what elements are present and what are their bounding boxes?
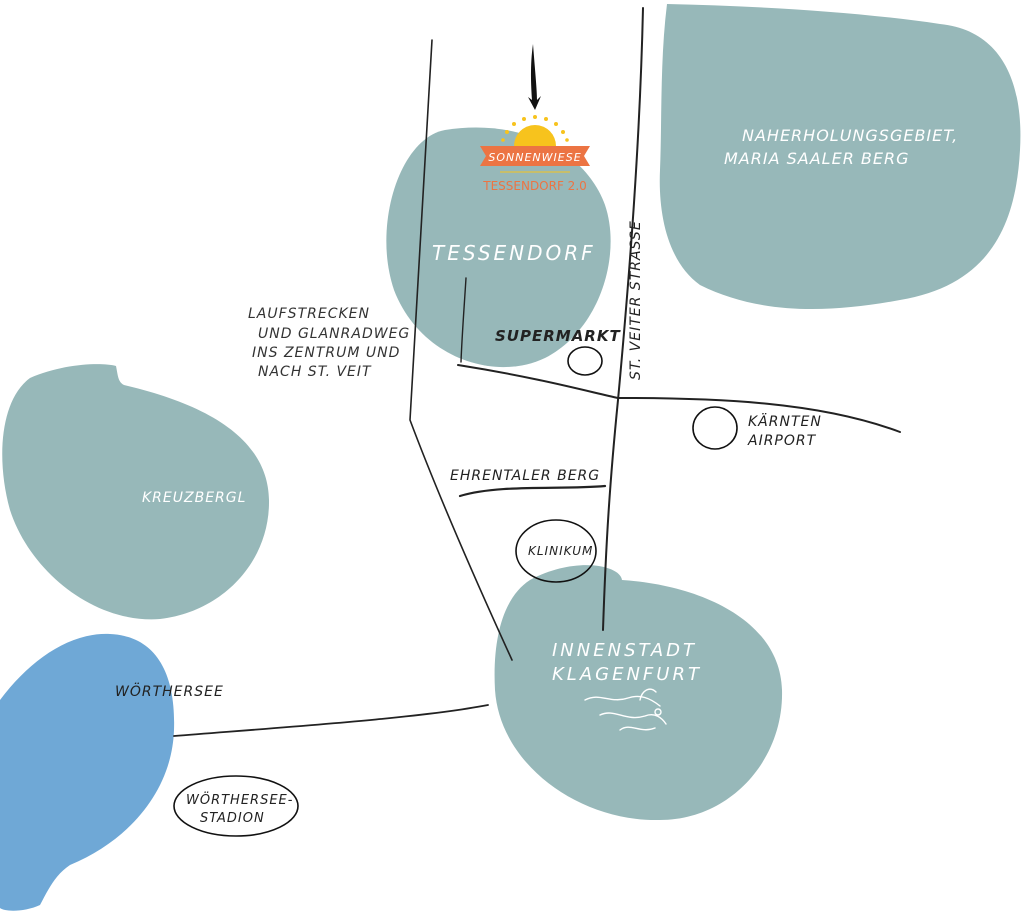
label-stadion-1: WÖRTHERSEE- (186, 791, 293, 808)
label-ehrentaler-berg: EHRENTALER BERG (450, 468, 600, 484)
logo-subtitle: TESSENDORF 2.0 (482, 179, 587, 193)
area-kreuzbergl[interactable] (2, 364, 270, 620)
area-tessendorf[interactable] (386, 127, 611, 368)
supermarkt-marker[interactable] (567, 346, 603, 376)
road-ehrentaler-berg[interactable] (458, 484, 607, 498)
area-innenstadt-klagenfurt[interactable] (494, 565, 783, 821)
logo-banner-text: SONNENWIESE (488, 151, 581, 164)
label-st-veiter-strasse: ST. VEITER STRASSE (628, 220, 644, 380)
stadion-marker[interactable] (173, 775, 299, 837)
arrow-down-icon (528, 44, 541, 110)
label-airport-2: AIRPORT (747, 433, 817, 449)
label-woerthersee: WÖRTHERSEE (115, 682, 224, 700)
area-naherholungsgebiet[interactable] (659, 4, 1021, 310)
area-woerthersee[interactable] (0, 633, 175, 911)
label-supermarkt: SUPERMARKT (495, 327, 621, 345)
label-naherholung-1: NAHERHOLUNGSGEBIET, (742, 126, 958, 145)
label-lauf-3: INS ZENTRUM UND (252, 345, 400, 361)
label-innenstadt-1: INNENSTADT (552, 640, 697, 661)
label-innenstadt-2: KLAGENFURT (552, 664, 702, 685)
road-woerthersee[interactable] (173, 704, 489, 737)
label-stadion-2: STADION (200, 811, 265, 826)
road-airport[interactable] (457, 364, 901, 433)
airport-marker[interactable] (692, 406, 738, 450)
label-airport-1: KÄRNTEN (748, 412, 822, 430)
label-lauf-2: UND GLANRADWEG (258, 326, 410, 342)
lindwurm-dragon-icon (584, 688, 667, 731)
label-klinikum: KLINIKUM (528, 544, 593, 558)
label-naherholung-2: MARIA SAALER BERG (724, 149, 910, 168)
label-lauf-1: LAUFSTRECKEN (248, 306, 370, 322)
label-tessendorf: TESSENDORF (432, 241, 596, 265)
logo-banner (480, 146, 590, 166)
road-supermarkt-access[interactable] (460, 277, 467, 363)
road-st-veiter-strasse[interactable] (602, 7, 644, 631)
sun-icon (501, 115, 569, 146)
sonnenwiese-logo[interactable]: SONNENWIESE TESSENDORF 2.0 (480, 44, 590, 193)
klinikum-marker[interactable] (515, 519, 597, 583)
label-lauf-4: NACH ST. VEIT (258, 364, 372, 380)
label-kreuzbergl: KREUZBERGL (142, 490, 246, 506)
road-glanradweg[interactable] (409, 39, 513, 661)
